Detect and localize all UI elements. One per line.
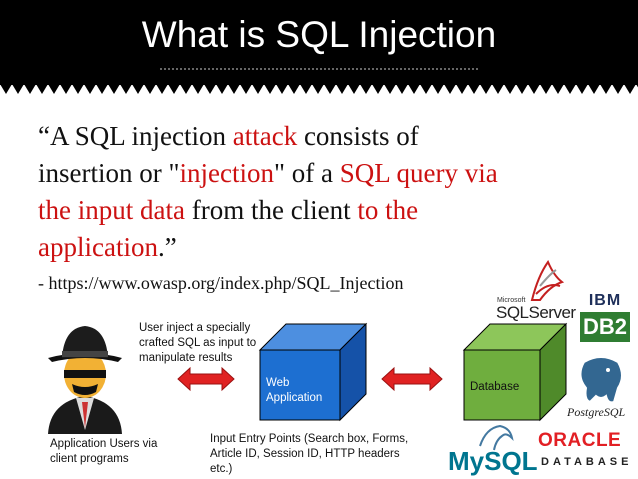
title-bar: What is SQL Injection [0, 0, 638, 85]
mysql-dolphin-icon [479, 424, 514, 451]
input-entry-points: Input Entry Points (Search box, Forms, A… [210, 433, 409, 475]
title-underline [160, 68, 478, 70]
sql-server-logo-small: Microsoft [497, 297, 526, 304]
web-application-label: Web Application [266, 377, 323, 404]
ibm-text: IBM [588, 292, 622, 309]
oracle-database-logo: DATABASE [541, 456, 633, 468]
sql-server-icon [530, 259, 565, 301]
double-arrow-1 [177, 366, 235, 392]
sql-server-logo: SQLServer [496, 303, 576, 322]
zigzag-border [0, 84, 638, 94]
highlight-to-application: to the application [38, 195, 419, 262]
mysql-logo: MySQL [448, 446, 538, 476]
quote-text: “A SQL injection attack consists of inse… [38, 121, 498, 262]
attacker-note: User inject a specially crafted SQL as i… [139, 322, 257, 364]
db2-text: DB2 [580, 312, 630, 342]
hacker-icon [48, 326, 122, 434]
source-link: - https://www.owasp.org/index.php/SQL_In… [38, 273, 404, 293]
users-label: Application Users via client programs [50, 438, 158, 465]
slide-title: What is SQL Injection [141, 14, 497, 55]
postgresql-logo: PostgreSQL [567, 405, 626, 419]
database-box [462, 322, 568, 422]
postgresql-elephant-icon [579, 356, 623, 404]
double-arrow-2 [381, 366, 443, 392]
web-application-box [258, 322, 368, 422]
database-label: Database [470, 381, 520, 393]
highlight-attack: attack [232, 121, 298, 151]
oracle-logo: ORACLE [538, 430, 622, 451]
highlight-sql-query: SQL query via the input data [38, 158, 498, 225]
ibm-db2-logo: IBM DB2 [580, 292, 630, 344]
highlight-injection: injection [179, 158, 274, 188]
